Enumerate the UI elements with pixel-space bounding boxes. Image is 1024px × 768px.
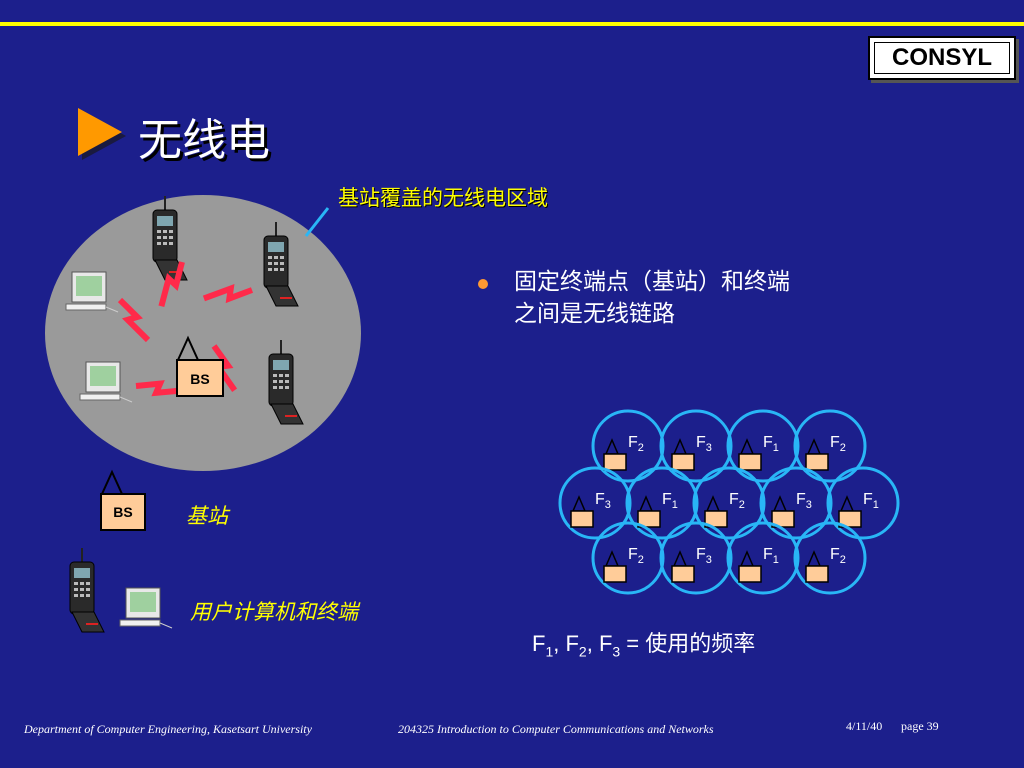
cell-base-station — [738, 453, 762, 471]
antenna-icon — [571, 495, 587, 512]
antenna-icon — [772, 495, 788, 512]
cell-frequency-label: F1 — [662, 491, 678, 511]
mobile-phone-icon — [69, 547, 105, 633]
cell-ring — [793, 409, 867, 483]
cell-ring — [726, 521, 800, 595]
cell-base-station — [603, 565, 627, 583]
cell-base-station — [805, 453, 829, 471]
cell-base-station — [771, 510, 795, 528]
frequency-caption: F1, F2, F3 = 使用的频率 — [532, 631, 756, 660]
cell-ring — [692, 466, 766, 540]
antenna-icon — [672, 438, 688, 455]
cell-frequency-label: F3 — [696, 546, 712, 566]
base-station-box — [176, 359, 224, 397]
antenna-icon — [739, 550, 755, 567]
cell-ring — [726, 409, 800, 483]
page-title: 无线电 — [138, 115, 270, 166]
antenna-icon — [806, 438, 822, 455]
bullet-line-1: 固定终端点（基站）和终端 — [514, 269, 790, 295]
cell-frequency-label: F2 — [729, 491, 745, 511]
cell-ring — [625, 466, 699, 540]
legend-bs-label: 基站 — [186, 504, 228, 528]
cell-ring — [793, 521, 867, 595]
footer-date: 4/11/40 — [846, 719, 883, 733]
coverage-area-label: 基站覆盖的无线电区域 — [338, 186, 548, 210]
antenna-icon — [806, 550, 822, 567]
antenna-icon — [604, 550, 620, 567]
cell-ring — [759, 466, 833, 540]
cell-base-station — [805, 565, 829, 583]
cell-base-station — [671, 453, 695, 471]
cell-frequency-label: F2 — [628, 546, 644, 566]
coverage-ellipse — [45, 195, 361, 471]
logo-text: CONSYL — [874, 42, 1010, 74]
antenna-icon — [705, 495, 721, 512]
cell-base-station — [671, 565, 695, 583]
legend-bs-text: BS — [113, 504, 132, 520]
top-accent-line — [0, 22, 1024, 26]
antenna-icon — [739, 438, 755, 455]
cell-frequency-label: F3 — [595, 491, 611, 511]
antenna-icon — [100, 469, 124, 495]
antenna-icon — [638, 495, 654, 512]
bullet-text: 固定终端点（基站）和终端 之间是无线链路 — [514, 266, 874, 330]
cell-frequency-label: F2 — [628, 434, 644, 454]
cell-base-station — [637, 510, 661, 528]
legend-bs-box — [100, 493, 146, 531]
bullet-icon — [478, 279, 488, 289]
cell-base-station — [570, 510, 594, 528]
cell-frequency-label: F2 — [830, 434, 846, 454]
cell-ring — [591, 521, 665, 595]
cell-base-station — [704, 510, 728, 528]
cell-ring — [659, 521, 733, 595]
callout-line — [304, 207, 330, 237]
cell-base-station — [738, 565, 762, 583]
cell-base-station — [838, 510, 862, 528]
cell-ring — [591, 409, 665, 483]
antenna-icon — [604, 438, 620, 455]
play-arrow-icon — [78, 108, 126, 160]
cell-frequency-label: F2 — [830, 546, 846, 566]
cell-ring — [558, 466, 632, 540]
computer-terminal-icon — [119, 587, 173, 629]
footer-department: Department of Computer Engineering, Kase… — [24, 722, 312, 736]
cell-ring — [659, 409, 733, 483]
consyl-logo: CONSYL — [868, 36, 1016, 80]
bs-label: BS — [190, 371, 209, 387]
cell-frequency-label: F1 — [763, 546, 779, 566]
cell-base-station — [603, 453, 627, 471]
legend-user-label: 用户计算机和终端 — [190, 600, 358, 624]
cell-frequency-label: F3 — [696, 434, 712, 454]
cell-frequency-label: F3 — [796, 491, 812, 511]
antenna-icon — [672, 550, 688, 567]
bullet-line-2: 之间是无线链路 — [514, 301, 675, 327]
antenna-icon — [839, 495, 855, 512]
footer-course: 204325 Introduction to Computer Communic… — [398, 722, 714, 736]
cell-frequency-label: F1 — [763, 434, 779, 454]
cell-ring — [826, 466, 900, 540]
cell-frequency-label: F1 — [863, 491, 879, 511]
footer-page: page 39 — [901, 719, 939, 733]
